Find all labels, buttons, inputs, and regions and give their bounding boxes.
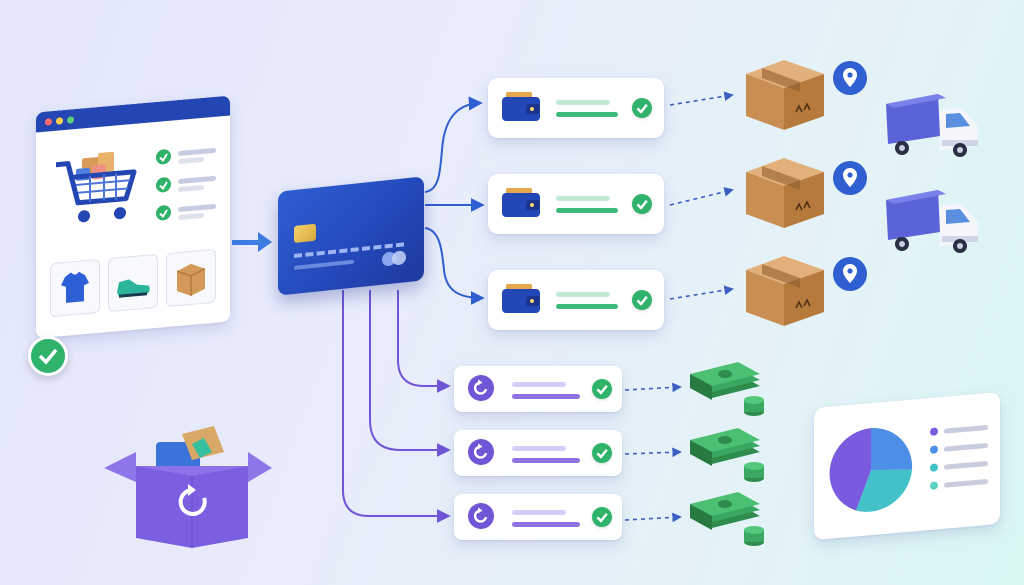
parcel-box xyxy=(742,248,828,333)
arrow-browser-to-card xyxy=(232,232,272,252)
checklist-line xyxy=(178,184,204,193)
refund-card[interactable] xyxy=(454,366,622,412)
refund-line xyxy=(512,458,580,463)
order-confirmed-check-icon xyxy=(28,336,68,376)
checklist-line xyxy=(178,212,204,221)
check-icon xyxy=(632,194,652,214)
refund-card[interactable] xyxy=(454,430,622,476)
delivery-truck xyxy=(880,186,984,263)
dotted-arrow-3 xyxy=(669,285,734,300)
refund-icon xyxy=(468,439,494,465)
cash-stack-icon xyxy=(690,492,764,546)
check-icon xyxy=(632,290,652,310)
location-pin-icon xyxy=(833,161,867,195)
refund-icon xyxy=(468,503,494,529)
refund-line xyxy=(512,394,580,399)
checklist-line xyxy=(178,203,216,213)
dotted-arrow-5 xyxy=(624,447,682,458)
location-pin xyxy=(832,256,868,297)
parcel-box-icon xyxy=(176,263,206,296)
parcel-box xyxy=(742,52,828,137)
refund-line xyxy=(512,522,580,527)
location-pin xyxy=(832,160,868,201)
check-icon xyxy=(156,176,171,193)
refund-line xyxy=(512,510,566,515)
location-pin-icon xyxy=(833,61,867,95)
dotted-arrow-1 xyxy=(669,91,734,106)
refund-card[interactable] xyxy=(454,494,622,540)
payout-line xyxy=(556,304,618,309)
product-tile-tshirt[interactable] xyxy=(50,258,100,318)
credit-card-icon xyxy=(278,176,424,296)
dotted-arrow-2 xyxy=(669,187,734,206)
payout-line xyxy=(556,292,610,297)
payout-card[interactable] xyxy=(488,78,664,138)
refund-line xyxy=(512,446,566,451)
report-panel xyxy=(814,391,1000,541)
dotted-arrow-6 xyxy=(624,512,682,523)
card-logo xyxy=(382,250,408,267)
cash-stack-icon xyxy=(690,428,764,482)
arrow-to-payout-3 xyxy=(424,227,485,305)
cash-stack xyxy=(688,426,772,491)
check-icon xyxy=(632,98,652,118)
arrow-to-payout-1 xyxy=(424,96,483,193)
payout-line xyxy=(556,196,610,201)
cash-stack-icon xyxy=(690,362,764,416)
payout-card[interactable] xyxy=(488,270,664,330)
checklist-line xyxy=(178,147,216,157)
location-pin xyxy=(832,60,868,101)
wallet-icon xyxy=(502,188,540,217)
product-tile-sneaker[interactable] xyxy=(108,253,158,313)
refund-icon xyxy=(468,375,494,401)
window-zoom-dot xyxy=(67,116,74,124)
parcel-box-icon xyxy=(746,256,824,326)
return-box-icon xyxy=(104,426,272,548)
payout-line xyxy=(556,208,618,213)
check-icon xyxy=(156,204,171,221)
product-tile-box[interactable] xyxy=(166,248,216,308)
window-close-dot xyxy=(45,118,52,126)
card-number-2 xyxy=(294,259,354,270)
sneaker-icon xyxy=(117,279,150,298)
payout-line xyxy=(556,112,618,117)
refund-line xyxy=(512,382,566,387)
checklist-line xyxy=(178,156,204,165)
pie-chart-icon xyxy=(829,428,913,512)
card-chip xyxy=(294,223,316,243)
arrow-to-refund-3 xyxy=(342,290,451,523)
check-icon xyxy=(592,507,612,527)
check-icon xyxy=(156,148,171,165)
check-icon xyxy=(592,443,612,463)
wallet-icon xyxy=(502,284,540,313)
shopping-cart-icon xyxy=(56,151,137,223)
checklist-line xyxy=(178,175,216,185)
check-icon xyxy=(592,379,612,399)
wallet-icon xyxy=(502,92,540,121)
shop-browser-window xyxy=(36,95,230,339)
payout-card[interactable] xyxy=(488,174,664,234)
parcel-box-icon xyxy=(746,158,824,228)
delivery-truck xyxy=(880,90,984,167)
window-minimize-dot xyxy=(56,117,63,125)
arrow-to-refund-1 xyxy=(397,290,451,393)
dotted-arrow-4 xyxy=(624,382,682,393)
tshirt-icon xyxy=(61,271,89,303)
parcel-box xyxy=(742,150,828,235)
payout-line xyxy=(556,100,610,105)
arrow-to-refund-2 xyxy=(369,290,451,457)
delivery-truck-icon xyxy=(886,94,978,157)
cash-stack xyxy=(688,360,772,425)
location-pin-icon xyxy=(833,257,867,291)
parcel-box-icon xyxy=(746,60,824,130)
delivery-truck-icon xyxy=(886,190,978,253)
cash-stack xyxy=(688,490,772,555)
